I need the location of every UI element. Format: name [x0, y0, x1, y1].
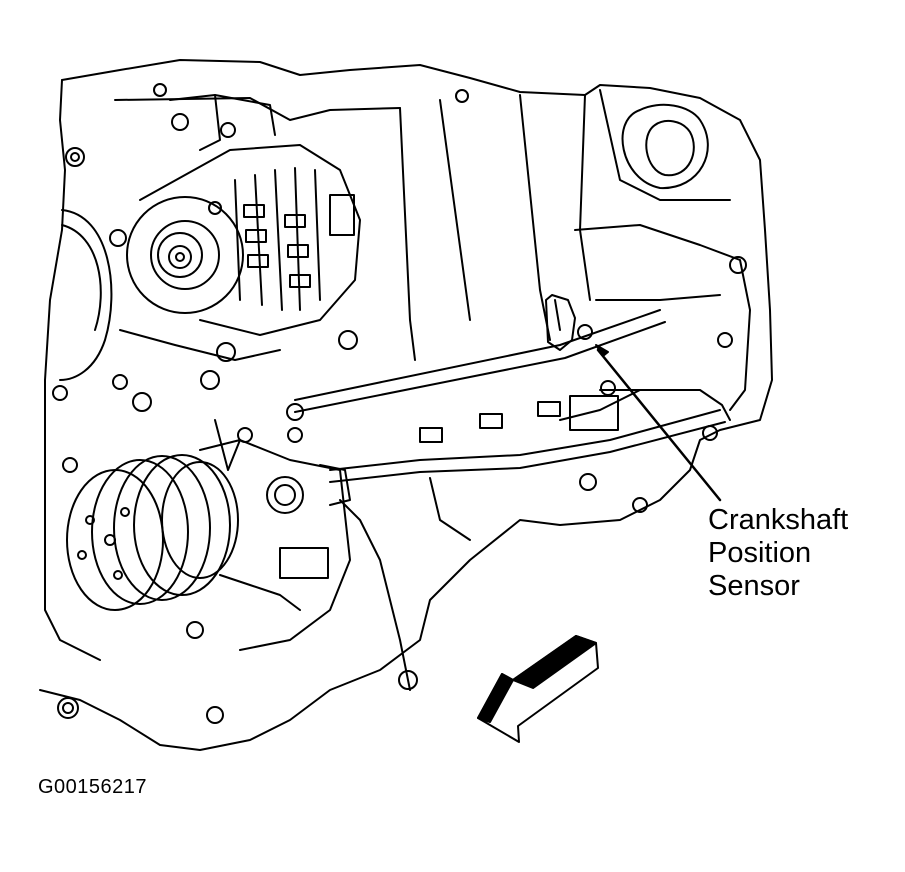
sensor-callout-label: Crankshaft Position Sensor [708, 504, 848, 603]
figure-id: G00156217 [38, 776, 148, 798]
crankshaft-position-sensor [545, 294, 593, 351]
front-arrow-icon [477, 635, 599, 743]
callout-line-2: Position [708, 537, 812, 569]
engine-block [39, 59, 773, 751]
alternator [119, 94, 361, 362]
ac-compressor [66, 419, 351, 651]
callout-line-3: Sensor [708, 570, 800, 602]
sensor-leader-line [595, 344, 722, 502]
oil-pan-rail [294, 309, 731, 691]
callout-line-1: Crankshaft [708, 504, 849, 536]
bolts [52, 83, 747, 724]
crank-pulley [59, 209, 113, 381]
